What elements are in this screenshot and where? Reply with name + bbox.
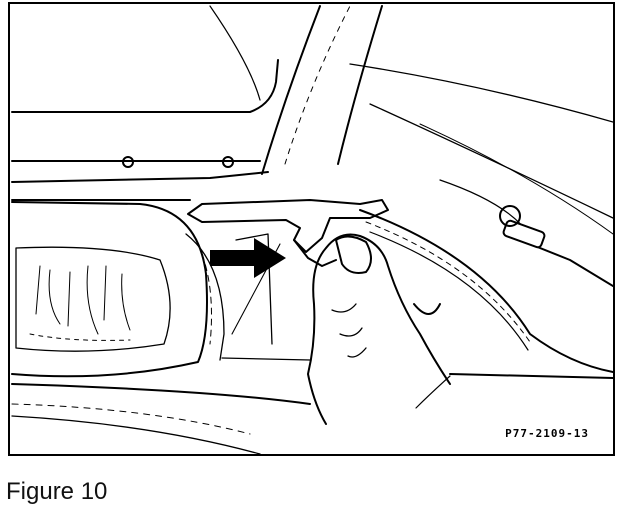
bumper-upper xyxy=(11,373,613,405)
lens-hatch-2 xyxy=(29,333,131,341)
headlamp-lens xyxy=(15,246,171,352)
cavity-line-1 xyxy=(235,233,273,345)
support-strut-left-edge xyxy=(261,5,321,175)
fender-bolt xyxy=(499,205,521,227)
lens-hatch-1 xyxy=(35,265,131,335)
seal-strip-outer xyxy=(359,209,613,373)
figure-caption: Figure 10 xyxy=(6,478,108,505)
wheel-arch xyxy=(415,375,451,409)
headlamp-housing xyxy=(11,201,208,378)
fender-curve-top xyxy=(349,63,613,123)
finger-creases xyxy=(331,303,367,358)
direction-arrow-icon xyxy=(210,238,286,278)
rail-bolt-left xyxy=(122,156,134,168)
fender-curve-mid xyxy=(369,103,613,219)
bumper-lower xyxy=(11,415,261,454)
housing-inner-panel xyxy=(185,233,225,361)
housing-inner-dash xyxy=(197,243,212,345)
frame-rail-top-2 xyxy=(11,171,269,183)
reference-code: P77-2109-13 xyxy=(505,427,589,440)
bracket-clip-detail xyxy=(293,239,337,267)
support-strut-center-dash xyxy=(284,5,351,165)
figure-illustration: P77-2109-13 xyxy=(8,2,615,456)
fender-curve-low xyxy=(419,123,613,235)
seal-strip-dash xyxy=(365,221,531,343)
rail-bolt-right xyxy=(222,156,234,168)
hand-outline xyxy=(307,233,451,425)
support-strut-right-edge xyxy=(337,5,383,165)
hood-panel xyxy=(11,59,279,113)
thumb xyxy=(335,235,372,274)
bracket-clip xyxy=(187,199,389,253)
hood-upper-curve xyxy=(209,5,261,101)
seal-clip xyxy=(502,219,546,249)
cavity-line-2 xyxy=(221,357,311,361)
seal-strip-inner xyxy=(369,231,529,351)
line-drawing xyxy=(11,5,613,454)
